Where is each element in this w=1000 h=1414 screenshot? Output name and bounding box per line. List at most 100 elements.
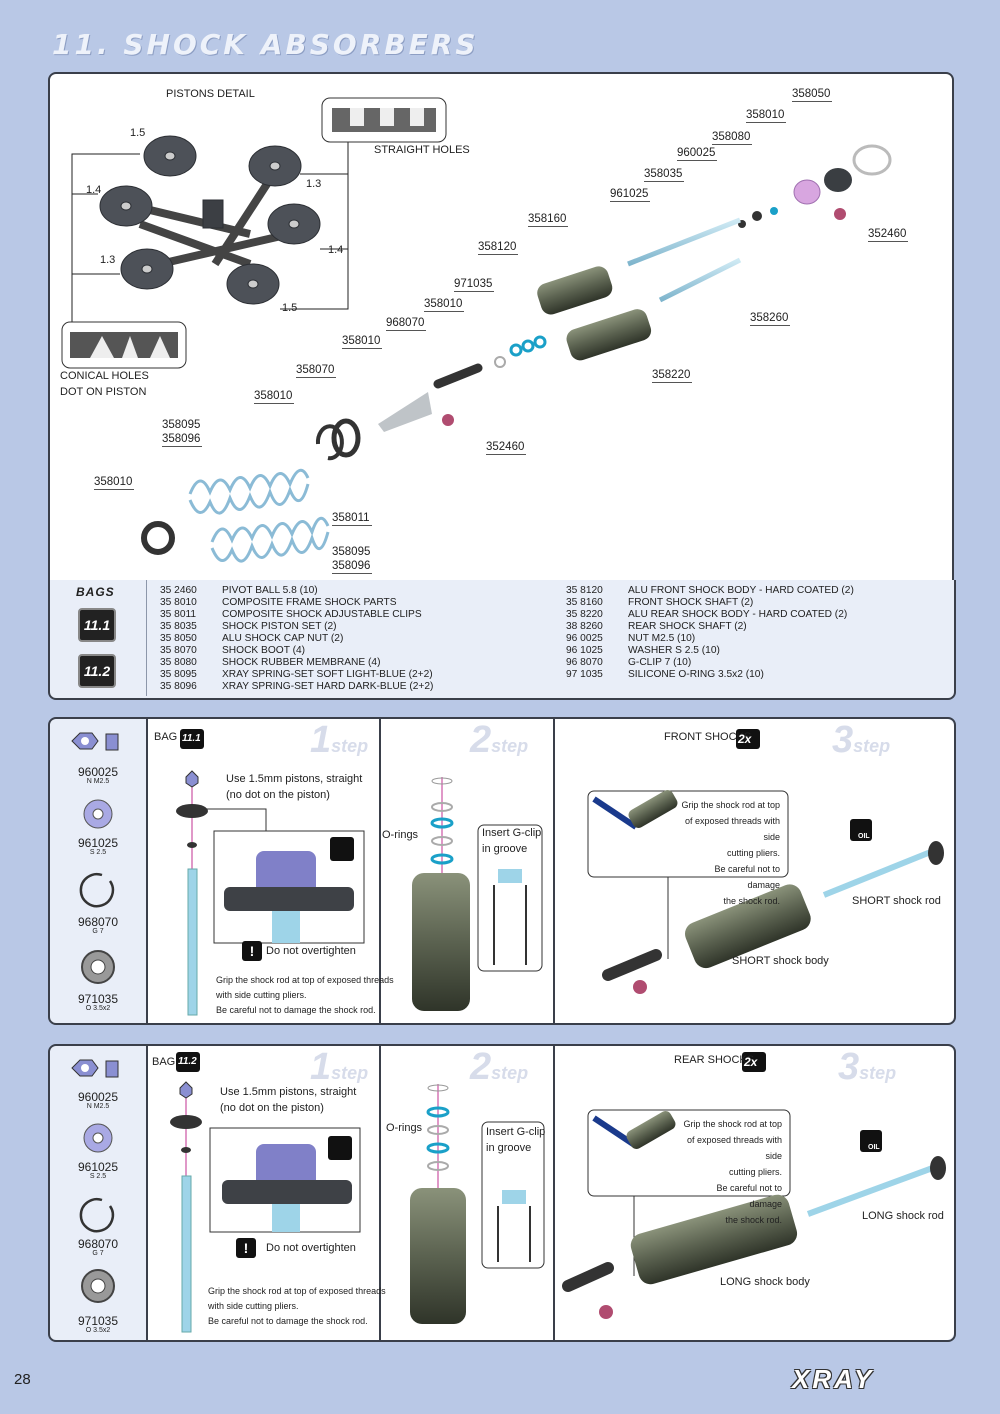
front-shocks-title: FRONT SHOCKS — [664, 731, 752, 743]
pistons-detail-drawing — [99, 135, 321, 305]
straight-holes-label: STRAIGHT HOLES — [374, 144, 470, 156]
conical-holes-label: CONICAL HOLES — [60, 370, 149, 382]
part-callout: 971035 — [454, 278, 495, 292]
bag-label: BAG — [154, 731, 178, 743]
piston-size-label: 1.3 — [100, 254, 116, 266]
piston-size-label: 1.4 — [328, 244, 344, 256]
part-callout: 358080 — [712, 131, 753, 145]
piston-size-label: 1.4 — [86, 184, 102, 196]
pistons-detail-title: PISTONS DETAIL — [166, 88, 255, 100]
part-callout: 358096 — [162, 433, 203, 447]
page-number: 28 — [14, 1371, 31, 1388]
bags-title: BAGS — [76, 585, 115, 599]
bag-icon-11-2: 11.2 — [78, 654, 116, 688]
shock-body-label: SHORT shock body — [732, 955, 829, 967]
shock-body-label: LONG shock body — [720, 1276, 810, 1288]
side-parts-icons — [71, 1059, 119, 1303]
part-callout: 358260 — [750, 312, 791, 326]
part-callout: 358011 — [332, 512, 372, 526]
shock-rod-label: SHORT shock rod — [852, 895, 941, 907]
part-callout: 358120 — [478, 241, 519, 255]
piston-size-label: 1.3 — [306, 178, 322, 190]
page-title: 11. SHOCK ABSORBERS — [52, 28, 479, 61]
front-steps-drawing: ! — [176, 719, 944, 1023]
step-1-number: 1step — [310, 1046, 369, 1088]
step-3-number: 3step — [838, 1046, 897, 1088]
front-steps-area: ! BAG 11.1 1ste — [146, 719, 954, 1023]
bag-label: BAG — [152, 1056, 176, 1068]
step-1-number: 1step — [310, 719, 369, 761]
grip-note: Grip the shock rod at top of exposed thr… — [216, 975, 394, 1015]
pistons-note: Use 1.5mm pistons, straight(no dot on th… — [220, 1086, 357, 1114]
exploded-view-drawing — [61, 97, 892, 563]
overtighten-warning: Do not overtighten — [266, 1242, 356, 1254]
part-callout: 358010 — [94, 476, 135, 490]
svg-text:!: ! — [244, 1240, 249, 1256]
bag-number-badge: 11.1 — [182, 733, 201, 744]
overtighten-warning: Do not overtighten — [266, 945, 356, 957]
part-callout: 358010 — [342, 335, 383, 349]
part-callout: 961025 — [610, 188, 651, 202]
pistons-note: Use 1.5mm pistons, straight(no dot on th… — [226, 773, 363, 801]
grip-note: Grip the shock rod at top of exposed thr… — [208, 1286, 386, 1326]
part-callout: 358010 — [746, 109, 787, 123]
part-callout: 960025 — [677, 147, 718, 161]
piston-size-label: 1.5 — [130, 127, 146, 139]
part-callout: 358220 — [652, 369, 693, 383]
part-callout: 358010 — [424, 298, 465, 312]
rear-shocks-title: REAR SHOCKS — [674, 1054, 755, 1066]
part-callout: 358095 — [162, 419, 201, 431]
part-callout: 358010 — [254, 390, 295, 404]
piston-size-label: 1.5 — [282, 302, 298, 314]
times-badge: 2x — [738, 732, 752, 746]
times-badge: 2x — [744, 1055, 758, 1069]
dot-on-piston-label: DOT ON PISTON — [60, 386, 147, 398]
bag-number-badge: 11.2 — [178, 1056, 197, 1067]
part-callout: 358050 — [792, 88, 833, 102]
rear-steps-area: ! BAG 11.2 1step 2step — [146, 1046, 954, 1340]
svg-text:!: ! — [250, 943, 255, 959]
part-callout: 358095 — [332, 546, 371, 558]
oil-label: OIL — [858, 833, 870, 840]
rear-steps-drawing: ! — [170, 1046, 946, 1340]
side-parts-icons — [71, 732, 119, 984]
step-2-number: 2step — [470, 1046, 529, 1088]
part-callout: 968070 — [386, 317, 427, 331]
bags-column: BAGS 11.1 11.2 — [50, 580, 147, 696]
shock-parts-drawing — [141, 144, 892, 563]
oil-label: OIL — [868, 1144, 880, 1151]
exploded-view-panel: PISTONS DETAIL STRAIGHT HOLES CONICAL HO… — [48, 72, 954, 582]
